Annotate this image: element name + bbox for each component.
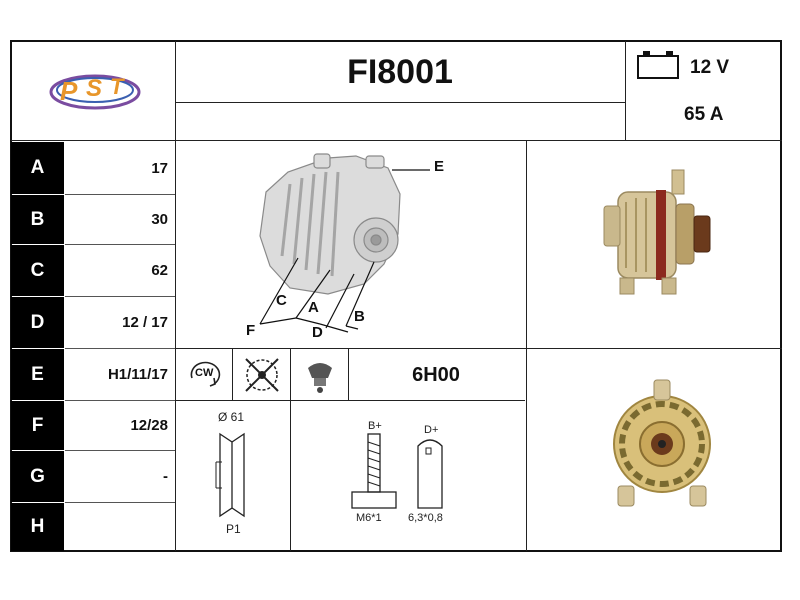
alternator-dimension-diagram — [178, 144, 524, 346]
spec-value-h — [66, 503, 168, 551]
diagram-label-a: A — [308, 299, 319, 316]
pulley-diameter-label: Ø 61 — [218, 410, 245, 424]
header-divider — [11, 140, 782, 141]
spec-value-a: 17 — [151, 159, 168, 177]
spec-letter-c: C — [11, 245, 64, 296]
row-divider — [65, 244, 175, 245]
spec-value-e: H1/11/17 — [107, 366, 168, 383]
regulator-icon — [298, 354, 342, 396]
spec-letter-a: A — [11, 142, 64, 194]
column-divider — [175, 41, 176, 551]
svg-text:T: T — [110, 74, 125, 99]
row-divider — [65, 296, 175, 297]
row-divider — [65, 450, 175, 451]
title-divider — [175, 102, 625, 103]
row-divider — [65, 194, 175, 195]
spec-letter-d: D — [11, 297, 64, 348]
amperage-value: 65 A — [684, 104, 724, 125]
spec-letter-h: H — [11, 503, 64, 551]
symbols-divider — [175, 400, 525, 401]
terminal-drawing — [346, 430, 466, 514]
terminal-b-thread-label: M6*1 — [356, 512, 382, 524]
row-divider — [65, 502, 175, 503]
spec-value-b: 30 — [151, 211, 168, 228]
diagram-label-e: E — [434, 158, 445, 175]
spec-value-g: - — [163, 468, 168, 485]
row-divider — [65, 348, 175, 349]
terminal-d-spade-label: 6,3*0,8 — [408, 512, 443, 524]
pst-logo: P S T — [40, 60, 150, 120]
diagram-label-d: D — [312, 324, 323, 341]
rotation-label: CW — [195, 367, 214, 379]
terminal-b-plus-label: B+ — [368, 420, 382, 432]
part-number-title: FI8001 — [347, 52, 453, 91]
column-divider — [526, 141, 527, 551]
spec-letter-f: F — [11, 401, 64, 450]
pulley-type-label: P1 — [226, 522, 241, 536]
column-divider — [290, 349, 291, 551]
middle-divider — [175, 348, 782, 349]
clockwise-rotation-icon — [184, 354, 226, 394]
svg-text:S: S — [86, 75, 102, 102]
diagram-label-c: C — [276, 292, 287, 309]
voltage-value: 12 V — [690, 57, 730, 78]
diagram-label-b: B — [354, 308, 365, 325]
spec-letter-e: E — [11, 349, 64, 400]
regulator-code: 6H00 — [412, 363, 460, 386]
spec-value-c: 62 — [151, 262, 168, 279]
battery-icon — [634, 48, 684, 82]
alternator-side-photo — [590, 168, 720, 308]
svg-text:P: P — [60, 76, 78, 106]
column-divider — [348, 349, 349, 400]
spec-value-d: 12 / 17 — [122, 314, 168, 331]
terminal-d-plus-label: D+ — [424, 424, 439, 436]
spec-sheet-frame — [10, 40, 782, 552]
fan-crossed-icon — [240, 354, 284, 396]
row-divider — [65, 400, 175, 401]
column-divider — [625, 41, 626, 141]
alternator-front-photo — [604, 376, 720, 516]
column-divider — [232, 349, 233, 400]
spec-value-f: 12/28 — [130, 417, 168, 434]
pulley-drawing — [212, 432, 252, 518]
spec-letter-g: G — [11, 451, 64, 502]
spec-letter-b: B — [11, 195, 64, 244]
diagram-label-f: F — [246, 322, 256, 339]
